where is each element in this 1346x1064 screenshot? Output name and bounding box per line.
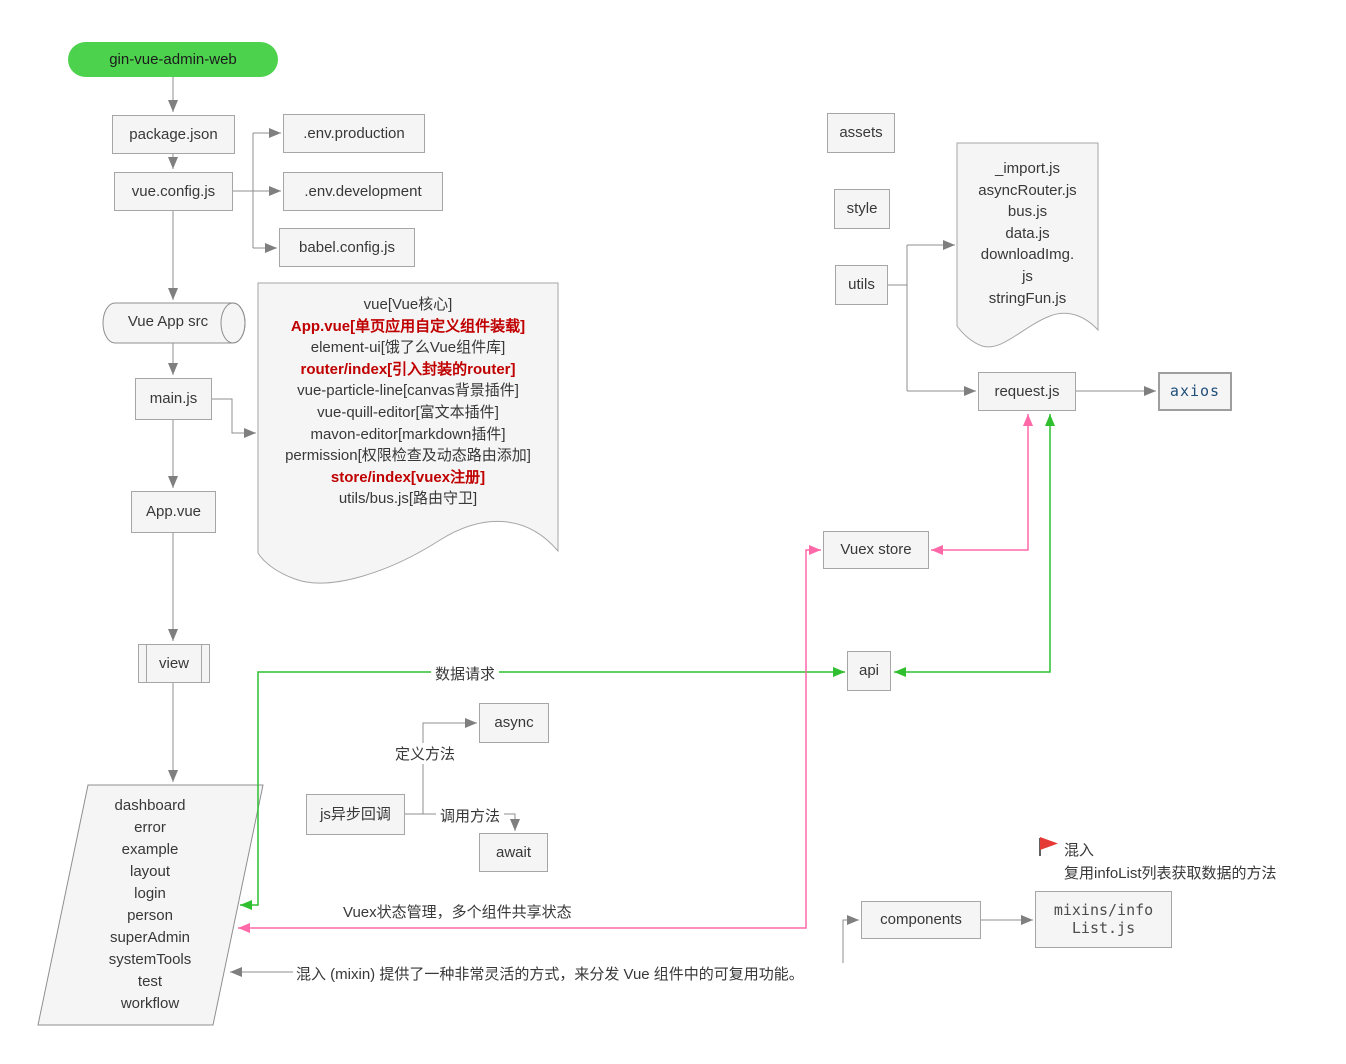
- view-right-bar: [201, 645, 202, 682]
- cylinder-rim: [220, 302, 246, 344]
- node-env-production: .env.production: [283, 114, 425, 153]
- edge-label-text: 定义方法: [395, 746, 456, 763]
- node-label: App.vue: [145, 503, 202, 521]
- node-api: api: [847, 651, 891, 691]
- doc-line: bus.js: [1007, 203, 1048, 221]
- views-list: dashboard error example layout login per…: [50, 795, 250, 1015]
- node-label: main.js: [149, 390, 198, 408]
- edge-label-text: 调用方法: [440, 808, 501, 825]
- node-utils: utils: [835, 265, 888, 305]
- node-babel-config-js: babel.config.js: [279, 228, 415, 267]
- flag-note-desc: 复用infoList列表获取数据的方法: [1064, 862, 1277, 883]
- node-label: view: [158, 654, 189, 672]
- node-label: js异步回调: [320, 805, 391, 823]
- node-await: await: [479, 833, 548, 872]
- node-label: axios: [1169, 381, 1221, 400]
- view-item: systemTools: [108, 951, 192, 968]
- views-parallelogram: [37, 784, 264, 1026]
- annotation-text: 混入: [1064, 842, 1095, 859]
- pink-connectors: [238, 414, 1033, 933]
- annotation-text: 复用infoList列表获取数据的方法: [1064, 865, 1277, 882]
- node-label: request.js: [994, 382, 1060, 400]
- node-label: Vuex store: [840, 541, 912, 559]
- node-mixins-infolist: mixins/info List.js: [1035, 891, 1172, 948]
- node-env-development: .env.development: [283, 172, 443, 211]
- node-vue-app-src-label: Vue App src: [103, 313, 233, 330]
- doc-line: store/index[vuex注册]: [330, 468, 486, 486]
- node-label: async: [494, 714, 534, 732]
- edge-label-define-method: 定义方法: [391, 743, 460, 764]
- view-item: workflow: [120, 995, 180, 1012]
- doc-line: utils/bus.js[路由守卫]: [338, 490, 478, 508]
- node-axios: axios: [1158, 372, 1232, 411]
- doc-line: js: [1022, 267, 1033, 285]
- doc-line: vue-particle-line[canvas背景插件]: [297, 382, 519, 400]
- node-view: view: [138, 644, 210, 683]
- annotation-text: 混入 (mixin) 提供了一种非常灵活的方式，来分发 Vue 组件中的可复用功…: [296, 966, 804, 983]
- view-item: dashboard: [114, 797, 186, 814]
- node-style: style: [834, 189, 890, 229]
- doc-line: _import.js: [994, 160, 1061, 177]
- node-label: Vue App src: [127, 313, 209, 330]
- edge-label-call-method: 调用方法: [436, 805, 505, 826]
- doc-line: permission[权限检查及动态路由添加]: [285, 447, 531, 465]
- node-label: .env.production: [303, 124, 405, 142]
- utils-doc-text: _import.js asyncRouter.js bus.js data.js…: [960, 158, 1095, 309]
- root-node-label: gin-vue-admin-web: [109, 51, 237, 68]
- doc-line: mavon-editor[markdown插件]: [310, 425, 506, 443]
- node-package-json: package.json: [112, 115, 235, 154]
- node-label: utils: [848, 276, 875, 294]
- doc-line: router/index[引入封装的router]: [300, 360, 516, 378]
- node-label: components: [880, 911, 962, 929]
- edge-label-data-request: 数据请求: [431, 663, 500, 684]
- node-label-line2: List.js: [1071, 918, 1136, 937]
- utils-doc-shape: [956, 142, 1099, 348]
- view-left-bar: [146, 645, 147, 682]
- doc-line: downloadImg.: [980, 246, 1075, 264]
- node-label: .env.development: [304, 182, 422, 200]
- flag-icon: [1039, 837, 1058, 856]
- node-async: async: [479, 703, 549, 743]
- node-app-vue: App.vue: [131, 491, 216, 533]
- node-label: package.json: [129, 125, 218, 143]
- node-main-js: main.js: [135, 378, 212, 420]
- node-vuex-store: Vuex store: [823, 531, 929, 569]
- node-label: babel.config.js: [299, 238, 395, 256]
- doc-line: stringFun.js: [988, 289, 1067, 307]
- root-node: gin-vue-admin-web: [68, 42, 278, 77]
- node-components: components: [861, 901, 981, 939]
- view-item: test: [137, 973, 163, 990]
- node-label: style: [846, 200, 878, 218]
- doc-line: vue-quill-editor[富文本插件]: [317, 403, 499, 421]
- view-item: layout: [129, 863, 171, 880]
- annotation-text: Vuex状态管理，多个组件共享状态: [343, 904, 572, 921]
- node-request-js: request.js: [978, 372, 1076, 411]
- doc-line: asyncRouter.js: [978, 181, 1077, 199]
- view-item: login: [134, 885, 166, 902]
- node-label: vue.config.js: [131, 182, 216, 200]
- annotation-mixin-sentence: 混入 (mixin) 提供了一种非常灵活的方式，来分发 Vue 组件中的可复用功…: [296, 963, 804, 984]
- doc-line: vue[Vue核心]: [363, 296, 453, 313]
- flag-note-title: 混入: [1064, 839, 1094, 860]
- node-label: await: [495, 843, 532, 861]
- view-item: example: [121, 841, 179, 858]
- annotation-vuex-note: Vuex状态管理，多个组件共享状态: [343, 901, 572, 922]
- doc-line: data.js: [1005, 224, 1050, 242]
- view-item: superAdmin: [109, 929, 191, 946]
- view-item: person: [127, 907, 173, 924]
- edge-label-text: 数据请求: [435, 666, 496, 683]
- node-label: api: [858, 662, 880, 680]
- node-js-async-callback: js异步回调: [306, 794, 405, 835]
- view-item: error: [134, 819, 166, 836]
- doc-line: element-ui[饿了么Vue组件库]: [310, 339, 506, 357]
- node-label-line1: mixins/info: [1053, 901, 1154, 920]
- node-assets: assets: [827, 113, 895, 153]
- doc-line: App.vue[单页应用自定义组件装载]: [290, 317, 526, 335]
- node-label: assets: [839, 124, 883, 142]
- main-doc-text: vue[Vue核心] App.vue[单页应用自定义组件装载] element-…: [262, 294, 554, 510]
- node-vue-config-js: vue.config.js: [114, 172, 233, 211]
